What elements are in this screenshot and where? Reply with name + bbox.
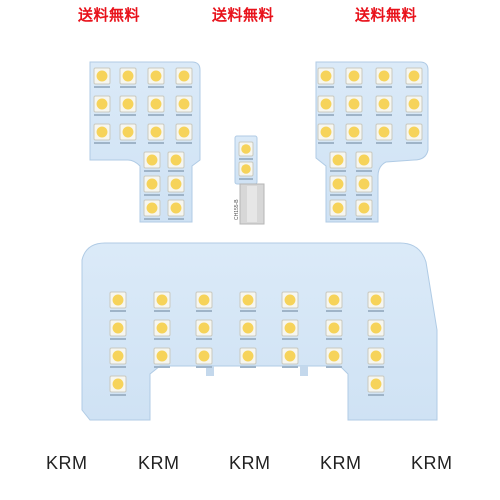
led-chip	[175, 67, 193, 88]
led-chip	[405, 95, 423, 116]
led-chip	[239, 319, 257, 340]
led-chip	[109, 291, 127, 312]
board-tab-right	[300, 366, 308, 376]
led-chip	[367, 291, 385, 312]
brand-krm-1: KRM	[46, 453, 88, 473]
led-chip	[317, 95, 335, 116]
led-chip	[355, 199, 373, 220]
led-chip	[143, 199, 161, 220]
led-chip	[375, 123, 393, 144]
led-chip	[153, 319, 171, 340]
led-chip	[317, 67, 335, 88]
led-chip	[281, 291, 299, 312]
led-chip	[175, 123, 193, 144]
led-chip	[147, 123, 165, 144]
led-chip	[109, 375, 127, 396]
led-chip	[325, 347, 343, 368]
led-chip	[317, 123, 335, 144]
led-chip	[93, 95, 111, 116]
led-chip	[367, 319, 385, 340]
led-chip	[143, 151, 161, 172]
led-chip	[345, 95, 363, 116]
led-chip	[147, 95, 165, 116]
led-chip	[239, 347, 257, 368]
led-chip	[143, 175, 161, 196]
brand-krm-2: KRM	[138, 453, 180, 473]
led-chip	[329, 175, 347, 196]
led-chip	[93, 67, 111, 88]
board-tab-left	[206, 366, 214, 376]
led-chip	[119, 95, 137, 116]
led-chip	[195, 319, 213, 340]
led-chip	[329, 199, 347, 220]
led-chip	[375, 95, 393, 116]
led-chip	[239, 291, 257, 312]
led-chip	[325, 291, 343, 312]
led-chip	[93, 123, 111, 144]
led-chip	[153, 347, 171, 368]
led-chip	[195, 347, 213, 368]
led-chip	[119, 123, 137, 144]
led-chip	[238, 141, 254, 160]
led-chip	[345, 67, 363, 88]
free-shipping-label-1: 送料無料	[78, 6, 141, 24]
led-chip	[167, 151, 185, 172]
led-chip	[175, 95, 193, 116]
led-chip	[325, 319, 343, 340]
led-chip	[405, 123, 423, 144]
led-chip	[109, 347, 127, 368]
led-chip	[195, 291, 213, 312]
led-chip	[153, 291, 171, 312]
led-chip	[119, 67, 137, 88]
led-chip	[355, 151, 373, 172]
brand-krm-3: KRM	[229, 453, 271, 473]
led-chip	[375, 67, 393, 88]
free-shipping-label-2: 送料無料	[212, 6, 275, 24]
free-shipping-label-3: 送料無料	[355, 6, 418, 24]
led-kit-photo: CH155-B	[81, 61, 438, 421]
led-chip	[345, 123, 363, 144]
led-chip	[147, 67, 165, 88]
led-chip	[367, 375, 385, 396]
brand-krm-4: KRM	[320, 453, 362, 473]
led-chip	[405, 67, 423, 88]
led-chip	[167, 199, 185, 220]
bulb-marking: CH155-B	[234, 199, 240, 220]
led-chip	[367, 347, 385, 368]
led-chip	[281, 319, 299, 340]
brand-krm-5: KRM	[411, 453, 453, 473]
led-chip	[238, 161, 254, 180]
led-chip	[281, 347, 299, 368]
led-chip	[355, 175, 373, 196]
led-chip	[109, 319, 127, 340]
led-chip	[167, 175, 185, 196]
led-chip	[329, 151, 347, 172]
